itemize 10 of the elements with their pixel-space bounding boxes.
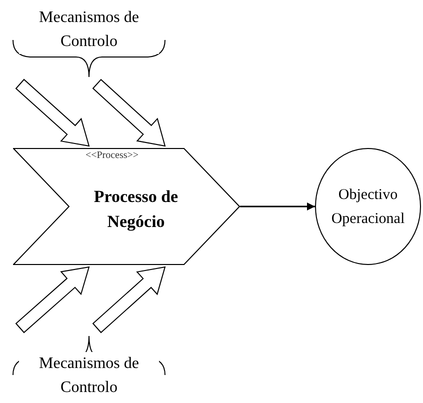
process-chevron xyxy=(13,148,240,265)
goal-circle xyxy=(315,148,421,265)
block-arrow xyxy=(92,78,166,147)
block-arrow xyxy=(92,266,166,334)
block-arrow xyxy=(15,266,90,334)
stereotype-label: <<Process>> xyxy=(84,150,140,162)
goal-text: Objectivo Operacional xyxy=(330,186,406,228)
arrow xyxy=(240,202,315,210)
process-title: Processo de Negócio xyxy=(92,186,180,233)
block-arrow xyxy=(15,78,90,147)
